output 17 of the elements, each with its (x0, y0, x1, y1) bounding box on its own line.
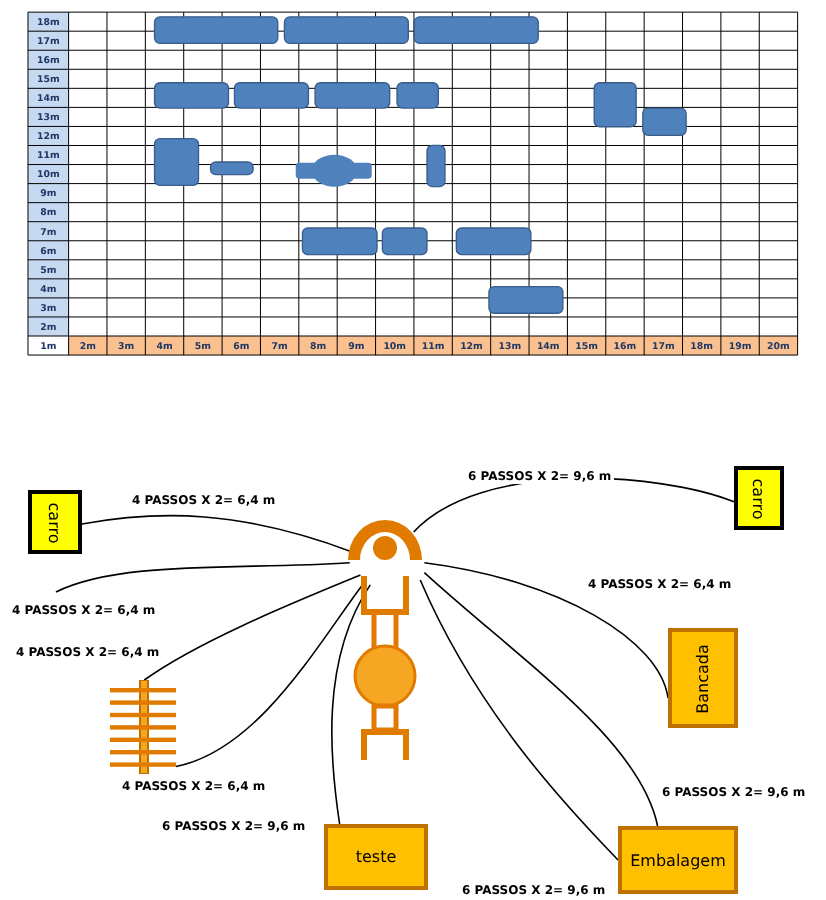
box-label: carro (750, 477, 768, 519)
walking-path (81, 514, 353, 553)
walking-path (419, 579, 619, 861)
walking-path (143, 574, 362, 681)
walking-path (330, 584, 372, 825)
station-box (618, 826, 738, 894)
cart-box (734, 466, 784, 530)
box-label: Embalagem (630, 851, 726, 869)
cart-box (28, 490, 82, 554)
station-box (324, 824, 428, 890)
box-label: carro (46, 501, 64, 543)
box-label: teste (355, 848, 397, 866)
walking-path (55, 561, 351, 593)
walking-path (423, 571, 659, 827)
box-label: Bancada (694, 643, 712, 713)
workbench-box (668, 628, 738, 728)
walking-path (423, 561, 669, 699)
